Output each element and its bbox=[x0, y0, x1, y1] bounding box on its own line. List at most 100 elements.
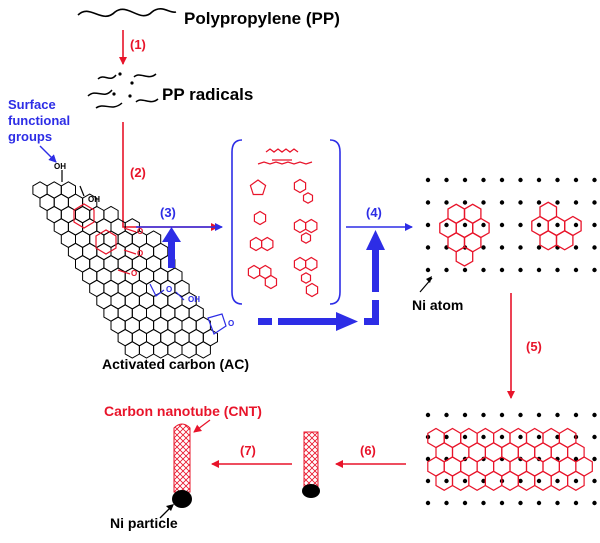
short-cnt-ni-particle bbox=[302, 484, 320, 498]
ni-atom-dot bbox=[444, 478, 449, 484]
ni-atom-dot bbox=[592, 177, 597, 183]
ni-atom-dot bbox=[481, 267, 486, 273]
ni-atom-dot bbox=[499, 245, 505, 250]
ni-atom-pointer-head bbox=[426, 276, 432, 283]
indene-ring bbox=[302, 192, 314, 204]
ni-atom-dot bbox=[425, 412, 431, 418]
ni-atom-dot bbox=[536, 222, 542, 228]
ni-atom-dot bbox=[592, 456, 597, 462]
step-5-label: (5) bbox=[526, 339, 542, 354]
ni-atom-dot bbox=[425, 456, 431, 462]
ni-atom-dot bbox=[592, 434, 597, 440]
ni-atom-grid-top bbox=[425, 177, 597, 273]
ni-atom-dot bbox=[573, 478, 579, 484]
ni-atom-dot bbox=[425, 478, 431, 484]
ni-atom-dot bbox=[592, 412, 597, 418]
oh-label-top: OH bbox=[54, 162, 66, 171]
ni-atom-dot bbox=[518, 200, 523, 205]
hydrocarbon-chains bbox=[257, 148, 313, 165]
ni-atom-dot bbox=[444, 500, 449, 506]
ni-atom-dot bbox=[444, 412, 449, 418]
o-label-3: O bbox=[131, 269, 138, 278]
ni-atom-dot bbox=[536, 478, 542, 484]
ni-atom-dot bbox=[555, 478, 560, 484]
step-1-label: (1) bbox=[130, 37, 146, 52]
naphthalene-ring bbox=[249, 236, 263, 252]
ni-atom-dot bbox=[425, 245, 431, 250]
short-cnt bbox=[303, 431, 319, 489]
ni-atom-dot bbox=[573, 222, 579, 228]
thick-up-arrow-left bbox=[162, 227, 181, 268]
ni-atom-dot bbox=[573, 267, 579, 273]
ni-atom-dot bbox=[518, 245, 523, 250]
label-ni-particle: Ni particle bbox=[110, 515, 178, 531]
ni-atom-dot bbox=[555, 222, 560, 228]
fluoranthene-ring bbox=[300, 272, 312, 284]
ni-atom-dot bbox=[573, 245, 579, 250]
ni-atom-dot bbox=[499, 267, 505, 273]
ni-atom-dot bbox=[481, 434, 486, 440]
ni-atom-dot bbox=[425, 500, 431, 506]
thick-dashed-arrow bbox=[258, 230, 385, 331]
acenaphthylene-ring bbox=[300, 232, 312, 244]
ni-atom-dot bbox=[536, 267, 542, 273]
ni-atom-dot bbox=[444, 222, 449, 228]
radical-dots bbox=[112, 72, 134, 98]
ni-atom-dot bbox=[518, 412, 523, 418]
activated-carbon-structure bbox=[32, 181, 218, 359]
pah-ring-right bbox=[539, 201, 558, 223]
ni-atom-dot bbox=[444, 200, 449, 205]
ni-atom-dot bbox=[573, 412, 579, 418]
step-4-label: (4) bbox=[366, 205, 382, 220]
pah-ring-right bbox=[539, 230, 558, 251]
ni-atom-dot bbox=[518, 177, 523, 183]
ac-ring bbox=[195, 341, 211, 359]
o-label-2: O bbox=[137, 249, 144, 258]
ni-atom-dot bbox=[444, 434, 449, 440]
step-2-label: (2) bbox=[130, 165, 146, 180]
ac-red-bonds bbox=[73, 203, 117, 255]
ni-atom-dot bbox=[481, 200, 486, 205]
pah-on-ni bbox=[439, 201, 582, 267]
ni-atom-dot bbox=[555, 412, 560, 418]
cnt-pointer bbox=[193, 419, 211, 433]
ni-atom-dot bbox=[499, 222, 505, 228]
benzene-ring bbox=[253, 210, 267, 226]
ni-atom-dot bbox=[555, 177, 560, 183]
acenaphthylene-ring bbox=[293, 218, 307, 234]
ni-atom-dot bbox=[518, 478, 523, 484]
ni-atom-dot bbox=[518, 500, 523, 506]
pah-ring-right bbox=[564, 215, 582, 237]
ni-atom-dot bbox=[536, 177, 542, 183]
hydrocarbon-bracket-left bbox=[231, 139, 243, 305]
long-cnt bbox=[173, 423, 191, 493]
ni-atom-dot bbox=[518, 434, 523, 440]
ni-atom-dot bbox=[573, 456, 579, 462]
ni-atom-dot bbox=[462, 222, 468, 228]
ni-atom-dot bbox=[462, 200, 468, 205]
ni-atom-dot bbox=[444, 177, 449, 183]
label-surface-line3: groups bbox=[8, 129, 53, 144]
hydrocarbon-molecules bbox=[247, 178, 319, 298]
phenanthrene-ring bbox=[247, 264, 261, 280]
ni-atom-dot bbox=[536, 412, 542, 418]
hydrocarbon-bracket-right bbox=[329, 139, 341, 305]
label-surface-line1: Surface bbox=[8, 97, 56, 112]
ni-atom-dot bbox=[555, 500, 560, 506]
step-3-label: (3) bbox=[160, 205, 176, 220]
fluoranthene-ring bbox=[305, 256, 318, 272]
oh-label-cooh: OH bbox=[188, 295, 200, 304]
naphthalene-ring bbox=[261, 236, 274, 252]
ni-atom-dot bbox=[462, 412, 468, 418]
ni-atom-dot bbox=[518, 267, 523, 273]
ni-atom-dot bbox=[481, 245, 486, 250]
label-activated-carbon: Activated carbon (AC) bbox=[102, 356, 250, 372]
ni-atom-dot bbox=[481, 222, 486, 228]
ni-atom-dot bbox=[536, 500, 542, 506]
ni-atom-dot bbox=[499, 200, 505, 205]
graphene-ring bbox=[484, 470, 503, 491]
ni-atom-dot bbox=[573, 500, 579, 506]
ni-atom-dot bbox=[592, 267, 597, 273]
label-ni-atom: Ni atom bbox=[412, 297, 464, 313]
ni-atom-dot bbox=[499, 412, 505, 418]
